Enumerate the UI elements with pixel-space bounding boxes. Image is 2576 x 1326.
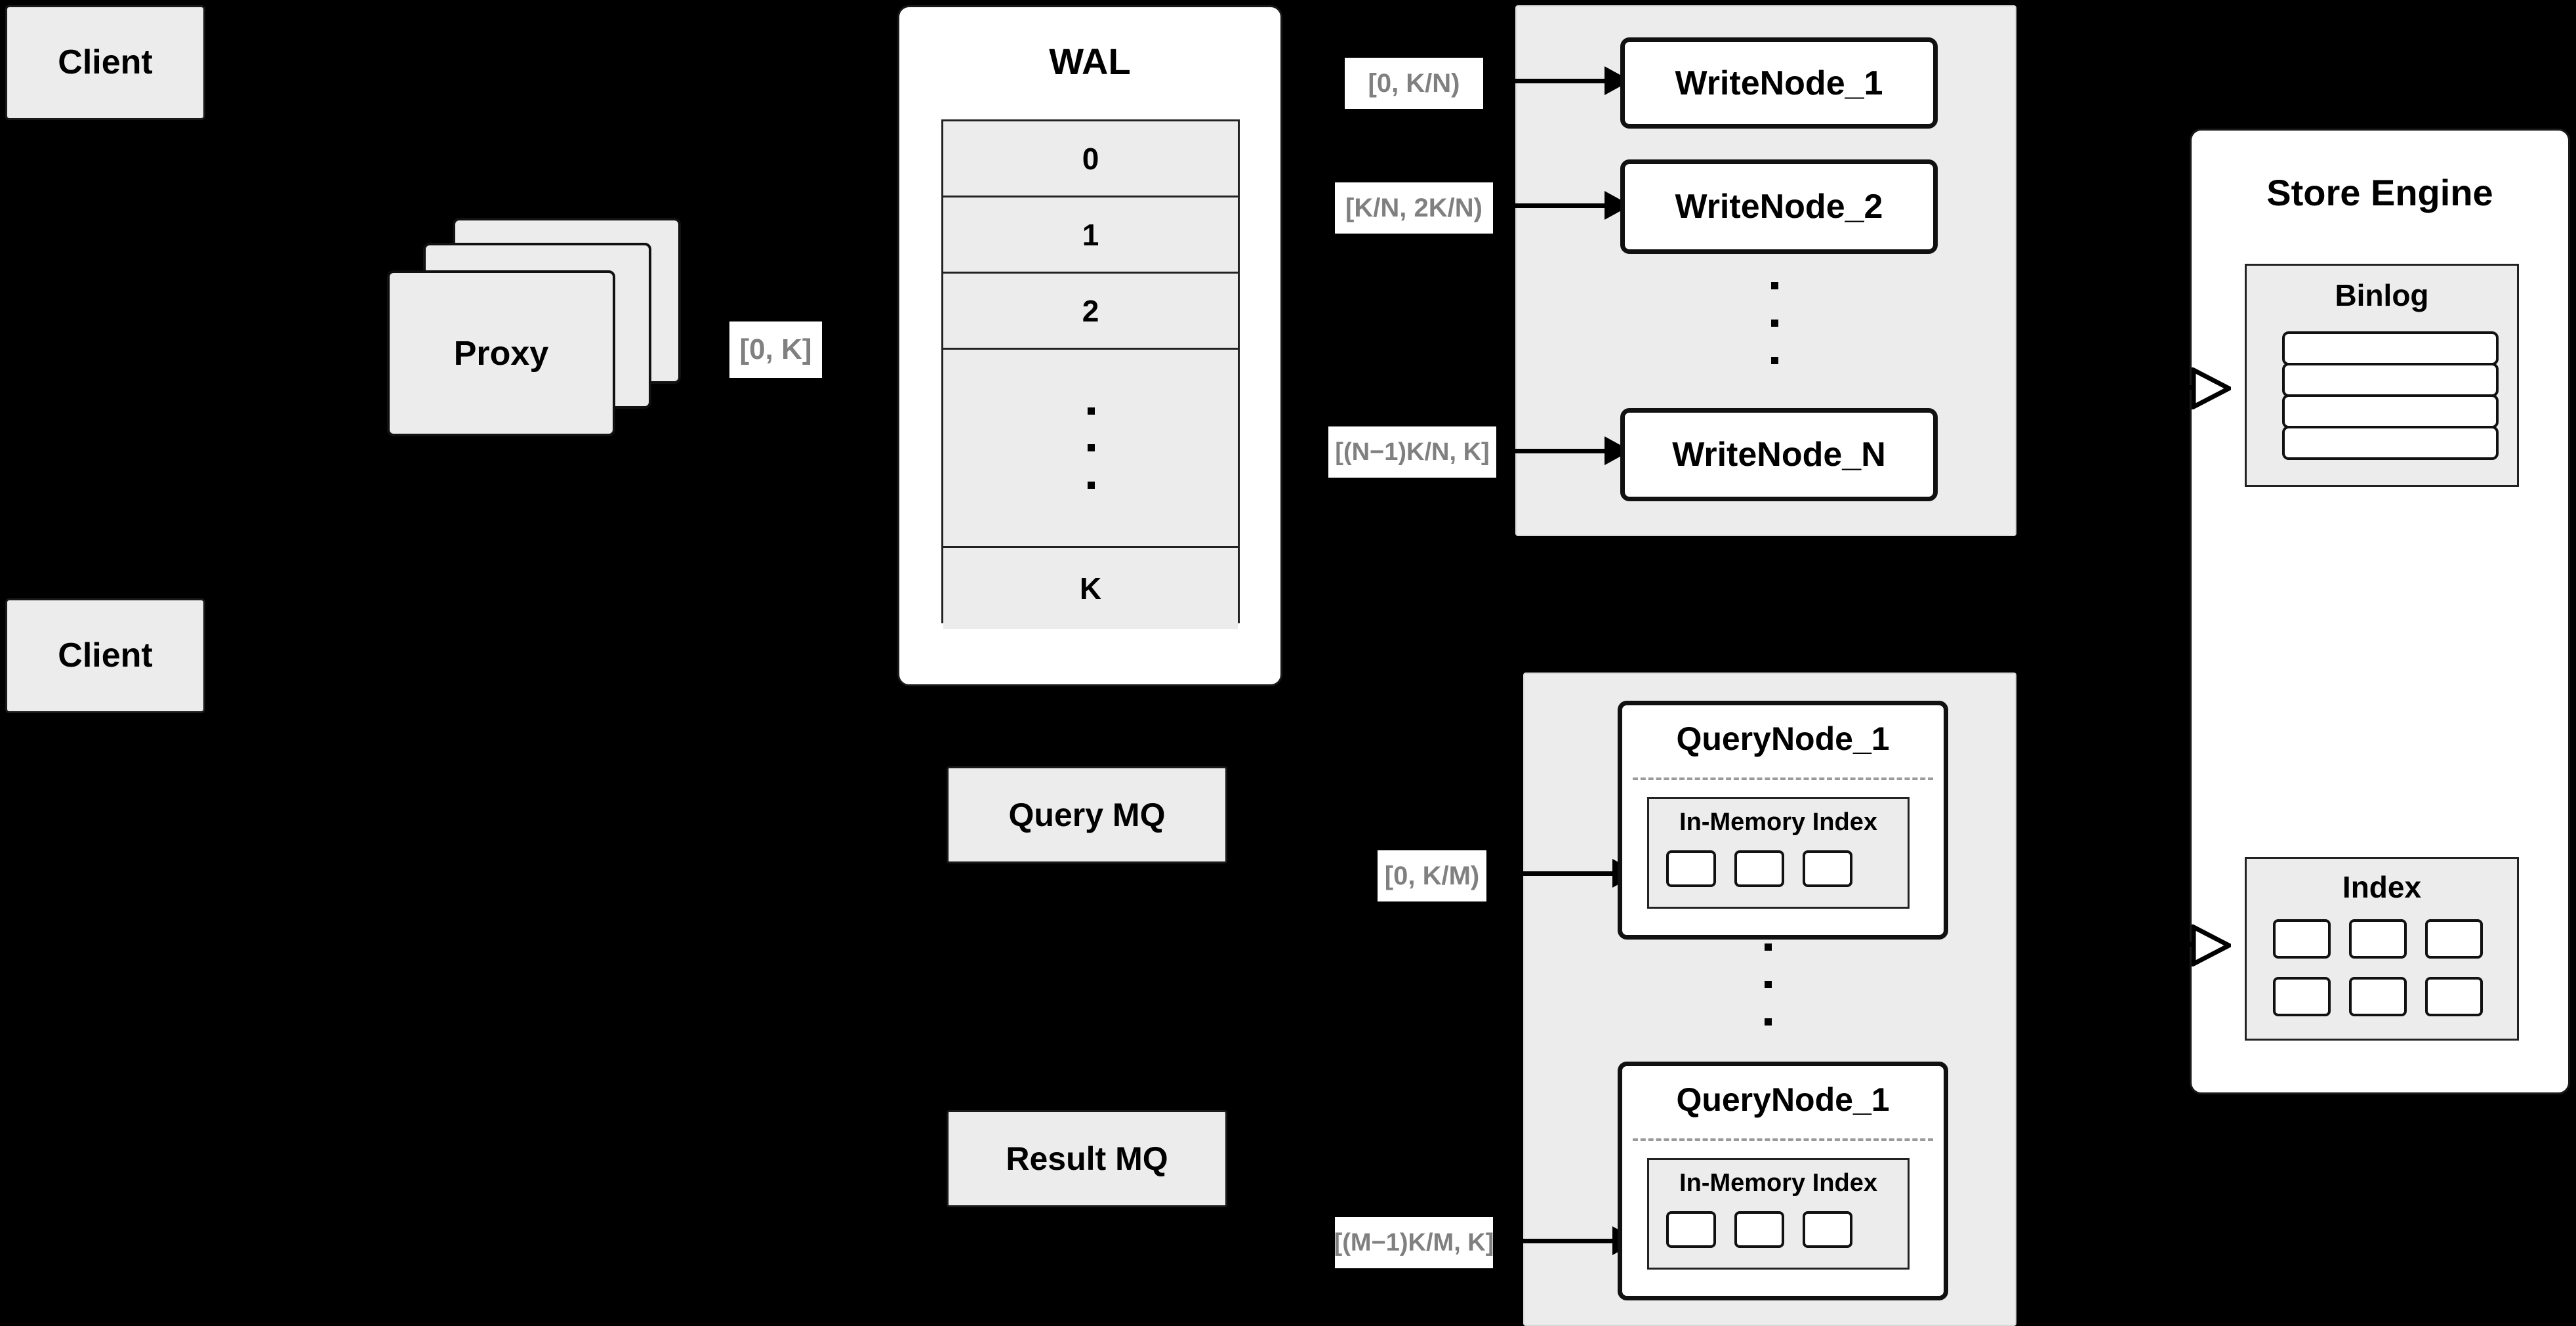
query-node-1[interactable]: QueryNode_1 In-Memory Index [1618,701,1948,940]
arrow-line-binlog [2144,385,2196,390]
client-box-1[interactable]: Client [5,5,205,120]
proxy-box[interactable]: Proxy [387,270,615,436]
index-slot[interactable] [1666,1211,1716,1248]
binlog-panel: Binlog [2245,264,2519,487]
arrow-line-query-node-m [1509,1239,1622,1243]
query-node-1-label: QueryNode_1 [1676,720,1890,757]
arrow-head-hollow-index [2192,924,2231,966]
query-node-m-separator [1633,1138,1933,1141]
client-label-1: Client [58,43,153,81]
index-slot[interactable] [2425,977,2483,1016]
index-panel: Index [2245,857,2519,1041]
write-node-2-label: WriteNode_2 [1675,188,1883,226]
result-mq-box[interactable]: Result MQ [947,1110,1227,1207]
range-label-write-node-2: [K/N, 2K/N) [1335,182,1493,234]
query-mq-box[interactable]: Query MQ [947,766,1227,863]
write-node-n-label: WriteNode_N [1672,436,1886,474]
write-node-1[interactable]: WriteNode_1 [1620,37,1938,129]
index-slot[interactable] [2273,919,2331,959]
store-engine-title: Store Engine [2266,172,2493,213]
arrow-line-write-node-2 [1501,203,1614,208]
query-node-m[interactable]: QueryNode_1 In-Memory Index [1618,1062,1948,1300]
vertical-ellipsis-icon [1087,407,1095,489]
write-node-2[interactable]: WriteNode_2 [1620,159,1938,254]
query-cluster-ellipsis-icon [1765,943,1772,1026]
wal-row[interactable]: 1 [943,197,1238,274]
proxy-label: Proxy [453,334,549,373]
index-slot[interactable] [2349,977,2407,1016]
wal-row-table: 0 1 2 K [941,119,1240,629]
index-slot[interactable] [2273,977,2331,1016]
query-node-m-in-memory-index: In-Memory Index [1647,1158,1910,1270]
arrow-line-index [2144,942,2196,947]
range-label-proxy-to-wal: [0, K] [729,321,822,378]
write-node-1-label: WriteNode_1 [1675,64,1883,102]
wal-row[interactable]: 0 [943,121,1238,197]
wal-title: WAL [1049,41,1131,82]
index-slot[interactable] [1803,1211,1852,1248]
wal-row[interactable]: K [943,548,1238,629]
index-title: Index [2342,870,2422,904]
query-node-m-label: QueryNode_1 [1676,1081,1890,1118]
arrow-head-hollow-binlog [2192,367,2231,409]
binlog-entry[interactable] [2282,331,2499,365]
arrow-line-query-node-1 [1509,871,1622,876]
arrow-line-write-node-1 [1501,79,1614,83]
index-slot[interactable] [2425,919,2483,959]
index-slot[interactable] [1734,850,1784,887]
index-slot[interactable] [2349,919,2407,959]
binlog-entry[interactable] [2282,363,2499,397]
query-mq-label: Query MQ [1008,796,1166,833]
wal-row[interactable]: 2 [943,274,1238,350]
arrow-line-write-node-n [1501,449,1614,453]
binlog-entry[interactable] [2282,426,2499,460]
write-cluster-ellipsis-icon [1771,282,1778,364]
query-node-1-in-memory-index: In-Memory Index [1647,797,1910,909]
range-label-query-node-1: [0, K/M) [1378,850,1486,901]
client-label-2: Client [58,636,153,674]
index-slot[interactable] [1734,1211,1784,1248]
in-memory-index-title-1: In-Memory Index [1679,808,1877,836]
binlog-title: Binlog [2335,278,2429,312]
wal-row-ellipsis [943,350,1238,548]
client-box-2[interactable]: Client [5,598,205,713]
index-slot[interactable] [1666,850,1716,887]
range-label-write-node-n: [(N−1)K/N, K] [1328,426,1496,478]
range-label-write-node-1: [0, K/N) [1345,58,1483,109]
binlog-entry[interactable] [2282,394,2499,428]
in-memory-index-title-2: In-Memory Index [1679,1169,1877,1197]
query-node-1-separator [1633,777,1933,780]
result-mq-label: Result MQ [1006,1140,1168,1177]
index-slot[interactable] [1803,850,1852,887]
write-node-n[interactable]: WriteNode_N [1620,408,1938,501]
range-label-query-node-m: [(M−1)K/M, K] [1334,1217,1494,1268]
